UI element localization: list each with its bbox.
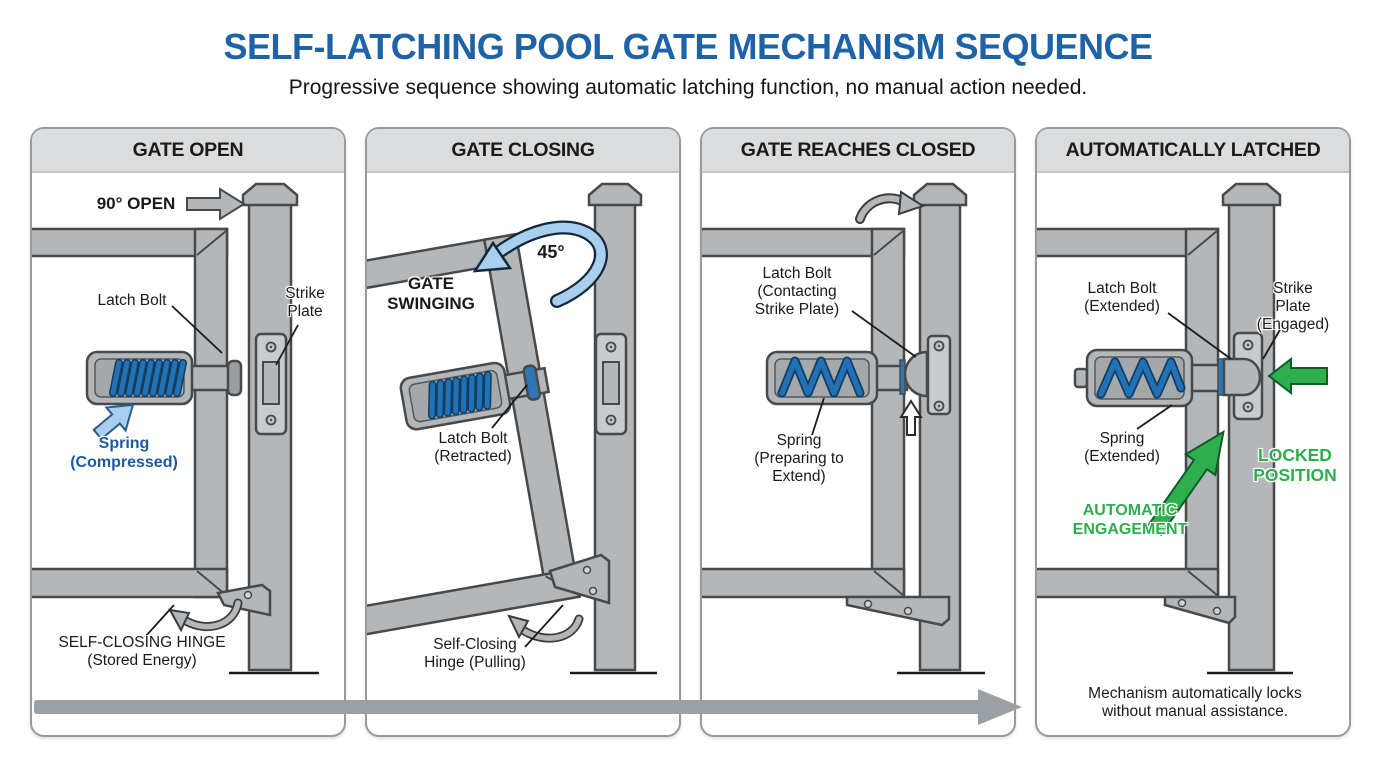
spring-label: Spring (Extended) bbox=[1084, 430, 1160, 465]
latch-bolt-label: Latch Bolt bbox=[97, 292, 167, 309]
hinge-bracket bbox=[216, 583, 272, 617]
gate-frame bbox=[367, 232, 582, 637]
leader-lines bbox=[491, 384, 564, 648]
page-subtitle: Progressive sequence showing automatic l… bbox=[288, 76, 1088, 99]
gate-closing-canvas: 45° GATE SWINGING Latch Bolt (Retracted)… bbox=[367, 173, 679, 736]
gate-closing-diagram bbox=[367, 182, 657, 675]
panel-header: GATE REACHES CLOSED bbox=[702, 129, 1014, 173]
panel-header: AUTOMATICALLY LATCHED bbox=[1037, 129, 1349, 173]
leader-lines bbox=[144, 305, 299, 638]
hinge-bracket bbox=[845, 595, 951, 627]
spring-compressed bbox=[109, 359, 187, 397]
spring-extending bbox=[777, 356, 865, 398]
gate-open-diagram bbox=[32, 182, 319, 675]
latch-bolt-label: Latch Bolt (Extended) bbox=[1084, 280, 1160, 315]
gate-frame bbox=[1037, 227, 1220, 599]
panel-automatically-latched: AUTOMATICALLY LATCHED bbox=[1035, 127, 1351, 737]
strike-plate bbox=[594, 332, 628, 436]
bolt-ready-arrow bbox=[899, 399, 923, 436]
panel-gate-open: GATE OPEN bbox=[30, 127, 346, 737]
gate-reaches-closed-diagram bbox=[702, 182, 985, 675]
strike-plate bbox=[254, 332, 288, 436]
fence-post bbox=[897, 182, 985, 675]
locked-position-label: LOCKED POSITION bbox=[1253, 445, 1337, 486]
leader-lines bbox=[1136, 312, 1282, 430]
spring-extended bbox=[1096, 357, 1186, 399]
strike-plate bbox=[926, 334, 952, 416]
automatically-latched-canvas: Latch Bolt (Extended) Strike Plate (Enga… bbox=[1037, 173, 1349, 736]
automatic-engagement-label: AUTOMATIC ENGAGEMENT bbox=[1072, 502, 1188, 538]
page-title: SELF-LATCHING POOL GATE MECHANISM SEQUEN… bbox=[223, 26, 1153, 67]
hinge-swing-arrow bbox=[168, 598, 243, 633]
angle-label: 90° OPEN bbox=[96, 194, 176, 213]
gate-reaches-closed-canvas: Latch Bolt (Contacting Strike Plate) Spr… bbox=[702, 173, 1014, 736]
latch-bolt-label: Latch Bolt (Contacting Strike Plate) bbox=[754, 265, 840, 318]
gate-swing-arrow bbox=[472, 220, 608, 308]
panel-caption: Mechanism automatically locks without ma… bbox=[1088, 685, 1302, 720]
panel-gate-reaches-closed: GATE REACHES CLOSED bbox=[700, 127, 1016, 737]
hinge-bracket bbox=[1163, 595, 1237, 625]
spring-pointer-arrow bbox=[92, 403, 135, 441]
gate-open-canvas: 90° OPEN Latch Bolt Strike Plate Spring … bbox=[32, 173, 344, 736]
leader-lines bbox=[811, 310, 917, 436]
strike-plate-label: Strike Plate bbox=[285, 285, 325, 320]
spring-label: Spring (Preparing to Extend) bbox=[754, 432, 844, 485]
hinge-label: SELF-CLOSING HINGE (Stored Energy) bbox=[58, 634, 226, 669]
open-direction-arrow bbox=[186, 187, 246, 221]
closing-direction-arrow bbox=[855, 190, 926, 224]
locked-arrow bbox=[1267, 356, 1328, 396]
panel-gate-closing: GATE CLOSING bbox=[365, 127, 681, 737]
fence-post bbox=[1207, 182, 1293, 675]
hinge-swing-arrow bbox=[507, 614, 584, 643]
spring-label: Spring (Compressed) bbox=[70, 435, 178, 471]
panel-header: GATE CLOSING bbox=[367, 129, 679, 173]
panel-row: GATE OPEN bbox=[30, 127, 1351, 737]
gate-frame bbox=[702, 227, 906, 599]
sequence-timeline-arrow bbox=[34, 689, 1022, 725]
automatically-latched-diagram bbox=[1037, 182, 1328, 675]
engagement-arrow bbox=[1146, 429, 1225, 537]
hinge-label: Self-Closing Hinge (Pulling) bbox=[424, 636, 526, 671]
latch-bolt-label: Latch Bolt (Retracted) bbox=[434, 430, 512, 465]
strike-plate-label: Strike Plate (Engaged) bbox=[1256, 280, 1330, 333]
keeper-bump bbox=[903, 350, 929, 398]
panel-header: GATE OPEN bbox=[32, 129, 344, 173]
keeper-block bbox=[1222, 357, 1262, 397]
angle-label: 45° bbox=[537, 242, 565, 262]
gate-swinging-label: GATE SWINGING bbox=[387, 274, 475, 313]
hinge-bracket bbox=[548, 553, 611, 605]
gate-frame bbox=[32, 227, 229, 599]
